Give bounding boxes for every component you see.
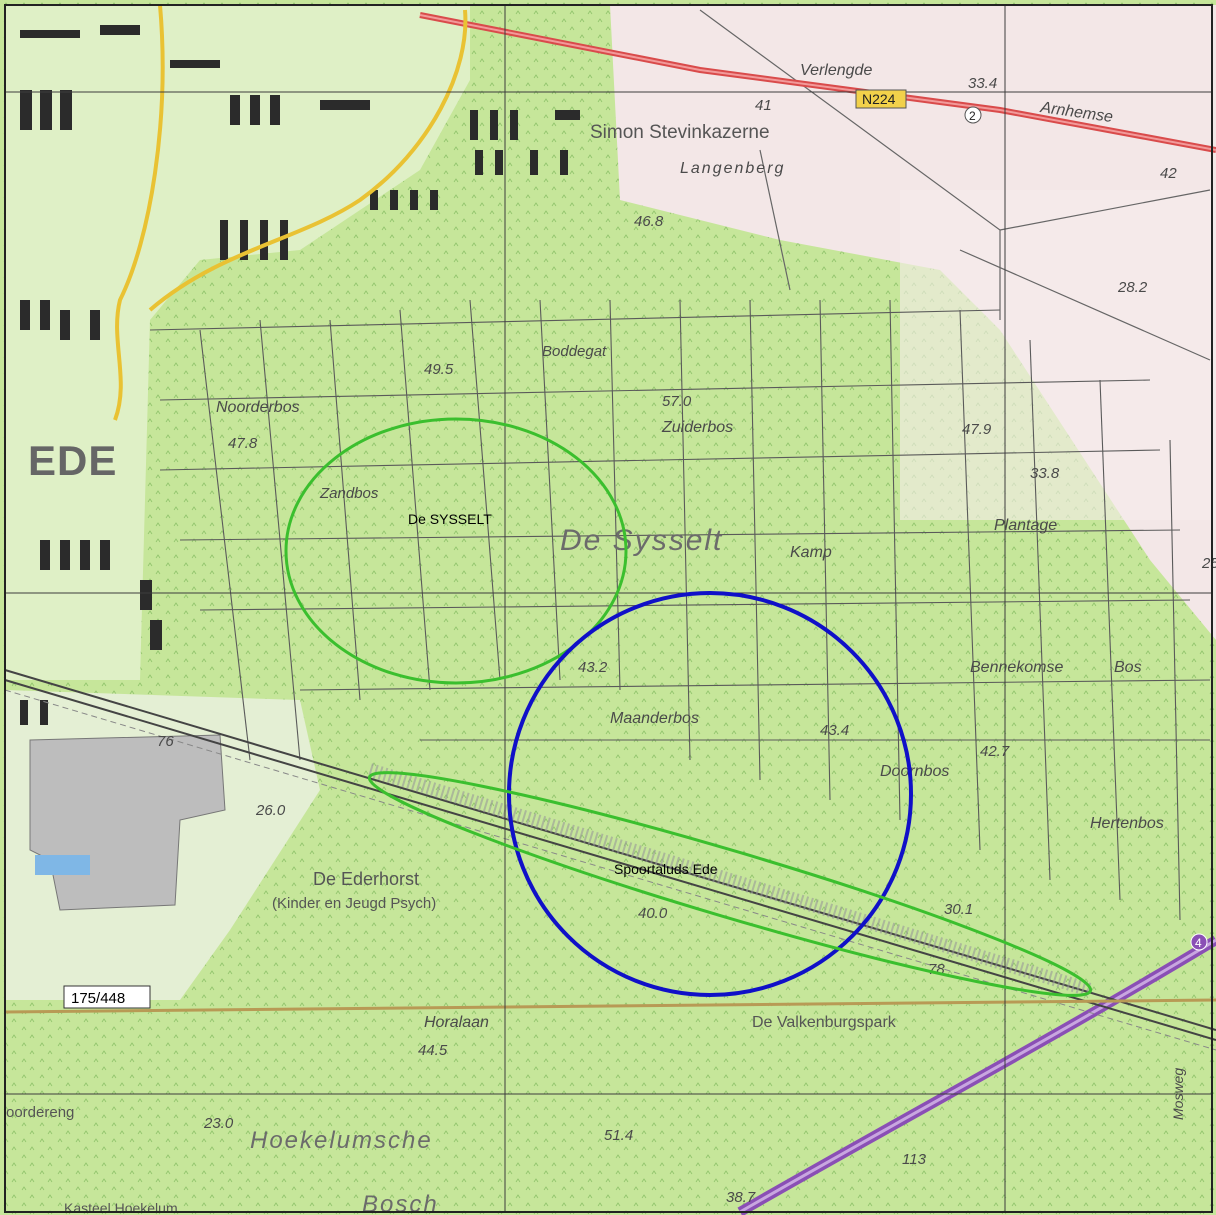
label-doornbos: Doornbos	[880, 763, 949, 780]
svg-text:33.8: 33.8	[1030, 465, 1060, 482]
label-kinder-en-jeugd: (Kinder en Jeugd Psych)	[272, 895, 436, 912]
town-label-ede: EDE	[28, 437, 117, 484]
exit-marker-2: 2	[964, 106, 982, 124]
label-boddegat: Boddegat	[542, 343, 607, 360]
svg-text:46.8: 46.8	[634, 213, 664, 230]
svg-text:51.4: 51.4	[604, 1127, 633, 1144]
zone-label-de-sysselt: De SYSSELT	[408, 511, 492, 527]
label-kamp: Kamp	[790, 544, 832, 561]
label-maanderbos: Maanderbos	[610, 710, 699, 727]
zone-circle-blue	[507, 591, 913, 997]
svg-text:33.4: 33.4	[968, 75, 997, 92]
forest-paths	[149, 299, 1211, 921]
label-hertenbos: Hertenbos	[1090, 815, 1164, 832]
svg-text:42: 42	[1160, 165, 1177, 182]
map-frame	[4, 4, 1213, 1213]
zone-ellipse-spoortaluds	[367, 771, 1093, 997]
svg-text:113: 113	[902, 1151, 927, 1168]
svg-text:44.5: 44.5	[418, 1042, 448, 1059]
svg-text:40.0: 40.0	[638, 905, 668, 922]
svg-text:49.5: 49.5	[424, 361, 454, 378]
label-bennekomse: Bennekomse	[970, 659, 1063, 676]
svg-text:43.4: 43.4	[820, 722, 849, 739]
label-valkenburgspark: De Valkenburgspark	[752, 1014, 897, 1031]
heath-area	[610, 5, 1216, 640]
svg-text:38.7: 38.7	[726, 1189, 756, 1206]
svg-text:76: 76	[157, 733, 174, 750]
label-zuiderbos: Zuiderbos	[661, 419, 733, 436]
label-mosweg: Mosweg	[1170, 1068, 1186, 1120]
town-road	[113, 4, 165, 421]
label-horalaan: Horalaan	[424, 1014, 489, 1031]
svg-text:47.8: 47.8	[228, 435, 258, 452]
svg-text:23.0: 23.0	[203, 1115, 234, 1132]
road-shield-n224: N224	[855, 89, 907, 109]
exit-marker-4: 4	[1190, 933, 1208, 951]
km-grid	[5, 5, 1212, 1212]
label-bos: Bos	[1114, 659, 1142, 676]
label-plantage: Plantage	[994, 517, 1057, 534]
svg-text:28.2: 28.2	[1117, 279, 1148, 296]
label-langenberg: Langenberg	[680, 160, 785, 177]
built-up-area	[5, 5, 470, 680]
svg-text:43.2: 43.2	[578, 659, 608, 676]
svg-text:25: 25	[1201, 555, 1216, 572]
svg-text:175/448: 175/448	[71, 990, 125, 1007]
buildings	[20, 25, 580, 725]
svg-text:2: 2	[969, 109, 976, 123]
label-zandbos: Zandbos	[319, 485, 379, 502]
svg-text:N224: N224	[862, 91, 896, 107]
pool	[35, 855, 90, 875]
label-noorderbos: Noorderbos	[216, 399, 300, 416]
label-de-ederhorst: De Ederhorst	[313, 869, 419, 889]
svg-text:4: 4	[1195, 936, 1202, 950]
label-noordereng: oordereng	[6, 1104, 74, 1121]
svg-text:57.0: 57.0	[662, 393, 692, 410]
zone-circle-de-sysselt	[284, 417, 628, 685]
label-verlengde: Verlengde	[800, 62, 872, 79]
svg-text:42.7: 42.7	[980, 743, 1010, 760]
label-hoekelumsche: Hoekelumsche	[250, 1127, 433, 1154]
horalaan-road	[4, 998, 1216, 1014]
svg-text:30.1: 30.1	[944, 901, 973, 918]
svg-text:47.9: 47.9	[962, 421, 992, 438]
sheet-reference-box: 175/448	[63, 985, 151, 1009]
svg-text:41: 41	[755, 97, 772, 114]
svg-text:26.0: 26.0	[255, 802, 286, 819]
label-simon-stevinkazerne: Simon Stevinkazerne	[590, 122, 770, 143]
label-de-sysselt: De Sysselt	[560, 524, 723, 557]
zone-label-spoortaluds-ede: Spoortaluds Ede	[614, 861, 718, 877]
